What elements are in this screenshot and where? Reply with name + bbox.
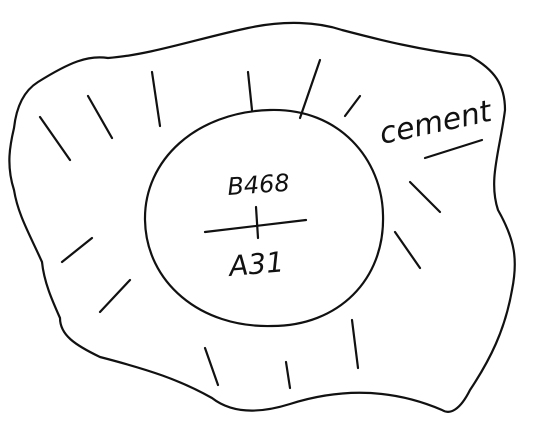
- radial-line: [88, 96, 112, 138]
- radial-line: [345, 96, 360, 116]
- numerator-label: B468: [226, 169, 290, 201]
- radial-line: [205, 348, 218, 385]
- radial-line: [248, 72, 252, 110]
- radial-line: [300, 60, 320, 118]
- radial-line: [40, 117, 70, 160]
- radial-line: [286, 362, 290, 388]
- inner-circle: [145, 110, 383, 326]
- fraction-tick: [256, 207, 258, 238]
- radial-line: [352, 320, 358, 368]
- radial-line: [152, 72, 160, 126]
- radial-line: [100, 280, 130, 312]
- fraction-bar: [205, 220, 306, 232]
- radial-line: [410, 182, 440, 212]
- cement-boundary: [9, 23, 514, 412]
- radial-line: [425, 140, 482, 158]
- radial-line: [62, 238, 92, 262]
- radial-line: [395, 232, 420, 268]
- denominator-label: A31: [226, 245, 285, 283]
- cement-label: cement: [376, 94, 495, 152]
